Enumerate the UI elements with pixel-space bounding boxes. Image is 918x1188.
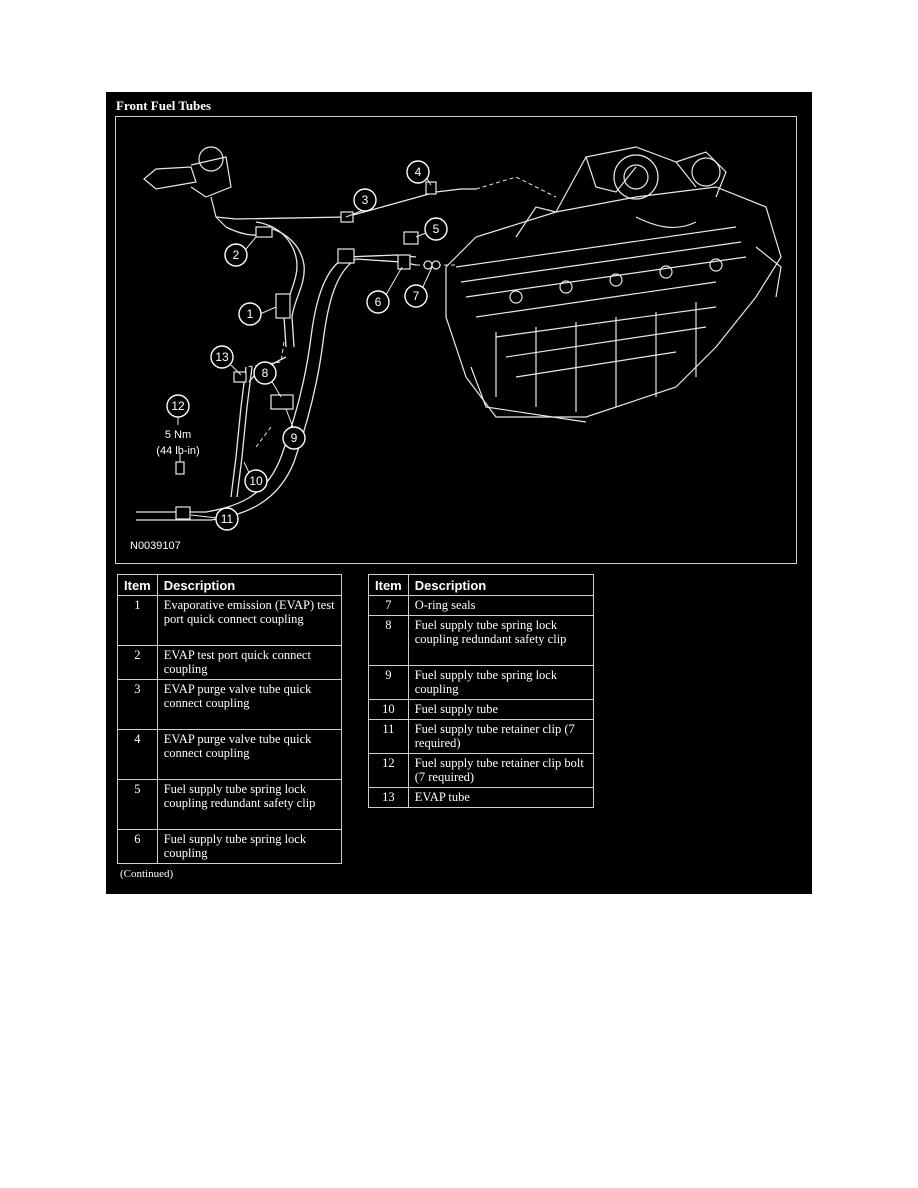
svg-text:9: 9: [291, 431, 298, 445]
callout-leaders: [179, 176, 437, 520]
item-description: Fuel supply tube retainer clip (7 requir…: [407, 719, 595, 754]
table-header-row: Item Description: [117, 574, 343, 596]
callout-3: 3: [353, 188, 377, 212]
item-number: 4: [117, 729, 158, 780]
evap-purge-valve-drawing: [143, 146, 237, 228]
svg-text:11: 11: [221, 512, 234, 526]
item-description: Fuel supply tube spring lock coupling re…: [156, 779, 343, 830]
header-item: Item: [117, 574, 158, 596]
callout-2: 2: [224, 243, 248, 267]
callout-12: 12: [166, 394, 190, 418]
svg-text:8: 8: [262, 366, 269, 380]
callout-13: 13: [210, 345, 234, 369]
item-number: 2: [117, 645, 158, 680]
svg-text:12: 12: [171, 399, 185, 413]
document-panel: Front Fuel Tubes: [106, 92, 812, 894]
callout-10: 10: [244, 469, 268, 493]
item-number: 1: [117, 595, 158, 646]
figure-code: N0039107: [130, 540, 181, 552]
torque-imperial: (44 lb-in): [156, 445, 199, 457]
svg-text:2: 2: [233, 248, 240, 262]
item-description: Fuel supply tube spring lock coupling re…: [407, 615, 595, 666]
fuel-tubes-figure: 1 2 3 4 5 6 7 8 9 10 11 12 13 5 Nm (44 l…: [115, 116, 797, 564]
item-description: EVAP purge valve tube quick connect coup…: [156, 679, 343, 730]
svg-text:7: 7: [413, 289, 420, 303]
item-description: Fuel supply tube: [407, 699, 595, 720]
fuel-tubes-illustration: 1 2 3 4 5 6 7 8 9 10 11 12 13 5 Nm (44 l…: [130, 146, 782, 552]
item-description: EVAP test port quick connect coupling: [156, 645, 343, 680]
engine-manifold-drawing: [445, 146, 782, 423]
item-number: 6: [117, 829, 158, 864]
item-number: 3: [117, 679, 158, 730]
callout-8: 8: [253, 361, 277, 385]
torque-value: 5 Nm: [165, 429, 191, 441]
svg-text:1: 1: [247, 307, 254, 321]
fittings-drawing: [175, 181, 441, 520]
item-number: 11: [368, 719, 409, 754]
callout-1: 1: [238, 302, 262, 326]
svg-text:6: 6: [375, 295, 382, 309]
svg-text:4: 4: [415, 165, 422, 179]
item-number: 5: [117, 779, 158, 830]
page-title: Front Fuel Tubes: [116, 98, 212, 113]
item-description: Evaporative emission (EVAP) test port qu…: [156, 595, 343, 646]
item-number: 10: [368, 699, 409, 720]
item-number: 9: [368, 665, 409, 700]
continued-note: (Continued): [120, 868, 174, 880]
callout-6: 6: [366, 290, 390, 314]
callout-5: 5: [424, 217, 448, 241]
header-description: Description: [407, 574, 595, 596]
item-description: EVAP tube: [407, 787, 595, 808]
callout-7: 7: [404, 284, 428, 308]
svg-text:3: 3: [362, 193, 369, 207]
callout-9: 9: [282, 426, 306, 450]
item-description: O-ring seals: [407, 595, 595, 616]
item-description: Fuel supply tube spring lock coupling: [407, 665, 595, 700]
tube-lines: [136, 188, 476, 521]
callout-11: 11: [215, 507, 239, 531]
item-description: Fuel supply tube retainer clip bolt (7 r…: [407, 753, 595, 788]
header-item: Item: [368, 574, 409, 596]
svg-text:5: 5: [433, 222, 440, 236]
header-description: Description: [156, 574, 343, 596]
table-header-row: Item Description: [368, 574, 595, 596]
item-description: EVAP purge valve tube quick connect coup…: [156, 729, 343, 780]
svg-text:13: 13: [215, 350, 229, 364]
item-number: 8: [368, 615, 409, 666]
callout-4: 4: [406, 160, 430, 184]
item-number: 13: [368, 787, 409, 808]
item-number: 12: [368, 753, 409, 788]
item-number: 7: [368, 595, 409, 616]
svg-text:10: 10: [249, 474, 263, 488]
item-description: Fuel supply tube spring lock coupling: [156, 829, 343, 864]
